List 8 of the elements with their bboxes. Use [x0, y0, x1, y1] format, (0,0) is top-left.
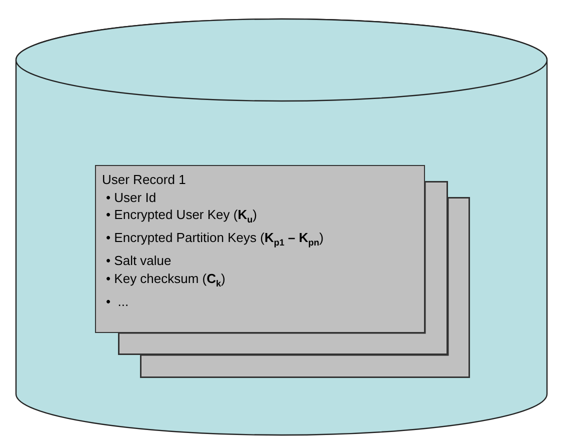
- bullet-item: • User Id: [105, 188, 158, 206]
- bullet-item: • Salt value: [105, 252, 172, 270]
- bullet-item: • Key checksum (C$_{k}$): [105, 270, 226, 290]
- bullet-item: • Encrypted Partition Keys (K$_{p1}$ – K$_{pn}$): [105, 229, 325, 250]
- bullet-item: • Encrypted User Key (K$_{u}$): [105, 206, 258, 227]
- record-card: [95, 165, 425, 333]
- bullet-item: • ...: [105, 292, 130, 310]
- record-title: User Record 1: [102, 171, 187, 188]
